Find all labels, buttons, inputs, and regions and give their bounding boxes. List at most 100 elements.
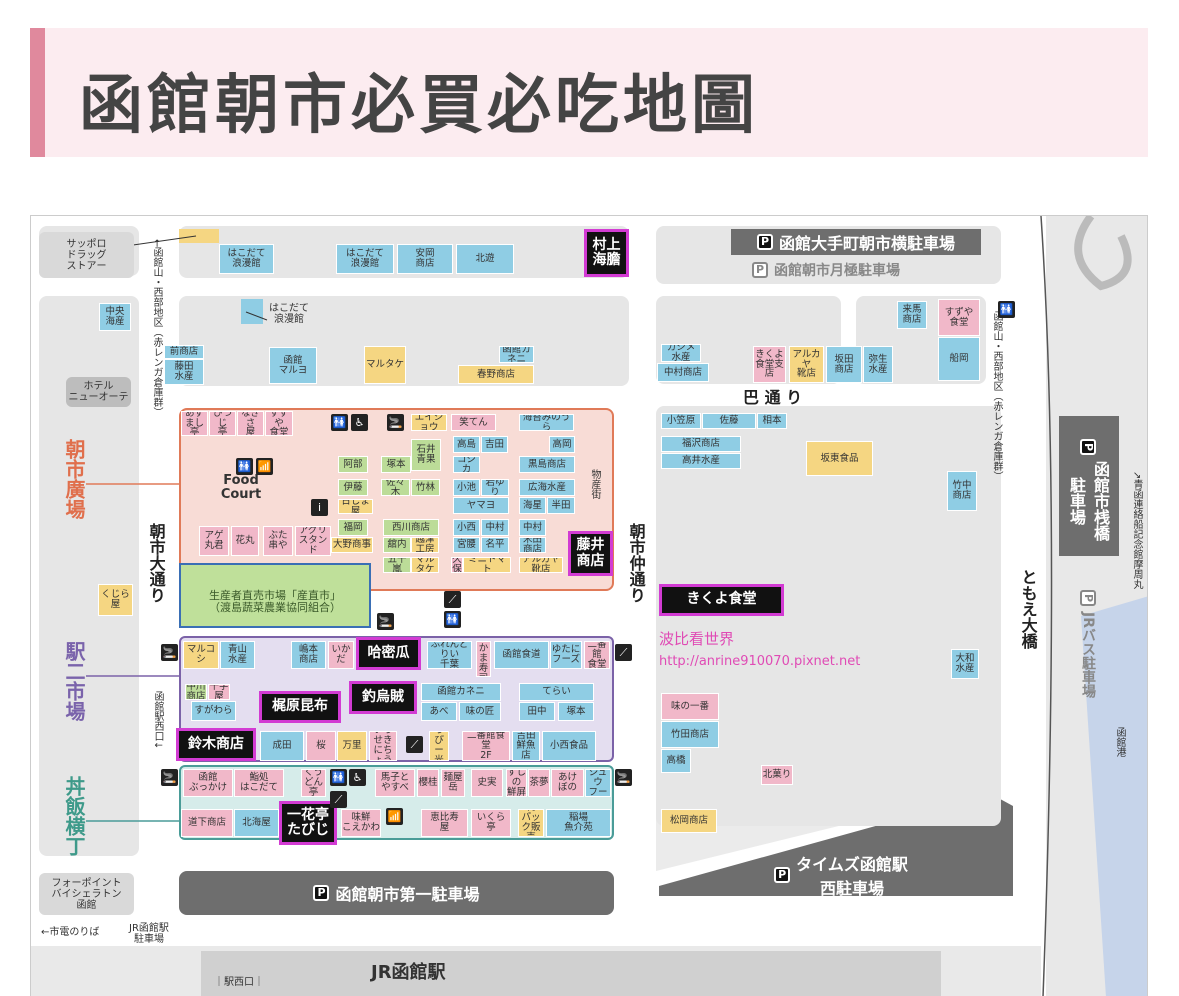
market-map: はこだて 浪漫館はこだて 浪漫館安岡 商店北遊村上 海膽中央 海産前商店藤田 水… <box>30 215 1148 996</box>
wifi-icon: 📶 <box>256 458 273 475</box>
parking-lot-name: JRバス駐車場 <box>1080 612 1096 698</box>
featured-shop: 一花亭 たびじ <box>279 801 337 845</box>
shop: 味鮮 こえかわ <box>341 809 381 837</box>
featured-shop: 釣烏賊 <box>349 681 417 714</box>
shop: なかま寿司 <box>476 641 491 677</box>
shop: 中央 海産 <box>99 303 131 331</box>
parking-lot: P JRバス駐車場 <box>1073 569 1103 719</box>
shop: 味の一番 <box>661 693 719 720</box>
shop: 福岡 <box>338 519 368 536</box>
shop: 笑てん <box>451 414 496 431</box>
shop: 佐藤 <box>702 413 756 429</box>
shop: 弥生 水産 <box>863 346 893 383</box>
sanchokuichi-zone <box>179 563 371 628</box>
map-label: はこだて 浪漫館 <box>269 303 309 325</box>
map-label: 巴 通 り <box>743 388 803 407</box>
shop: 海苔みのうら <box>519 414 574 431</box>
shop: はっぴー 光石 <box>429 731 449 761</box>
map-label: 物産街 <box>589 469 600 499</box>
shop: 宮腰 <box>453 537 480 553</box>
parking-icon: P <box>774 867 791 883</box>
block <box>656 406 1001 826</box>
shop: 函館カネニ <box>421 683 501 701</box>
map-label: ともえ大橋 <box>1018 569 1038 649</box>
stairs-icon: ⟋ <box>615 644 632 661</box>
shop: 塚本 <box>558 702 594 721</box>
shop: すしの 鮮屏 <box>506 769 527 797</box>
map-label: 丼飯横丁 <box>62 776 86 856</box>
shop: アルカヤ 靴店 <box>789 346 824 383</box>
shop: 小西食品 <box>542 731 596 761</box>
shop: 大和 水産 <box>951 649 979 679</box>
parking-icon: P <box>1080 590 1096 606</box>
shop: カシメ 水産 <box>661 344 701 362</box>
featured-shop: 鈴木商店 <box>176 728 256 761</box>
shop: 田中 <box>519 702 555 721</box>
shop: 嶋本 商店 <box>291 641 326 669</box>
info-icon: i <box>311 499 328 516</box>
shop: 中村 <box>519 519 546 536</box>
shop: 前商店 <box>164 345 204 359</box>
shop: 恵比寿 屋 <box>421 809 468 837</box>
shop: ヤマヨ <box>453 497 509 514</box>
shop: 鮨処 はこだて <box>234 769 284 797</box>
shop: 十字屋 <box>208 684 230 700</box>
map-label: 函館港 <box>1114 727 1125 757</box>
shop: 海星 <box>519 497 546 514</box>
shop: アルカヤ靴店 <box>519 557 563 573</box>
shop: 西川商店 <box>383 519 439 536</box>
wifi-icon: 📶 <box>386 808 403 825</box>
map-label: ↗青函連絡船記念館摩周丸 <box>1131 471 1142 590</box>
map-label: JR函館駅 駐車場 <box>129 923 169 945</box>
shop: 中村商店 <box>657 363 709 382</box>
shop: 黒島商店 <box>519 456 575 473</box>
shop: 米田商店 <box>519 537 546 553</box>
shop: 来馬 商店 <box>897 301 927 329</box>
parking-lot-name: 函館朝市月極駐車場 <box>774 263 900 279</box>
title-banner: 函館朝市必買必吃地圖 <box>30 28 1148 157</box>
shop: 中川商店 <box>185 684 207 700</box>
map-label: Food Court <box>220 472 262 502</box>
shop: 麺屋 岳 <box>441 769 465 797</box>
shop: ひつじ 亭 <box>209 411 236 436</box>
shop: 小池 <box>453 479 480 496</box>
shop: くじら 屋 <box>98 584 133 616</box>
shop: 藤田 水産 <box>164 359 204 385</box>
restroom-icon: 🚻 <box>331 414 348 431</box>
shop: 阿部 <box>338 456 368 473</box>
shop: マルジュウ フーズ <box>585 769 611 797</box>
shop: 二番館食堂 2F <box>462 731 510 761</box>
map-label: ←市電のりば <box>41 927 100 938</box>
map-label: 波比看世界 <box>659 630 735 648</box>
shop: 道下商店 <box>181 809 233 837</box>
shop: きくよ 食堂支店 <box>753 346 786 383</box>
shop: 佐々木 <box>381 479 410 496</box>
shop: 味の匠 <box>459 702 501 721</box>
map-label: ｜駅西口｜ <box>214 977 264 988</box>
shop: 広海水産 <box>519 479 575 496</box>
shop: 櫻桂 <box>417 769 439 797</box>
shop: いっせき にちょう <box>369 731 397 761</box>
restroom-icon: 🚻 <box>444 611 461 628</box>
shop: 函館カネニ <box>499 346 534 363</box>
shop: ゆたに フーズ <box>550 641 582 669</box>
shop: 舘内 <box>383 537 411 553</box>
shop: 竹中 商店 <box>947 471 977 511</box>
map-label: 生産者直売市場「産直市」 （渡島蔬菜農業協同組合） <box>209 588 341 614</box>
map-label: 函館山・西部地区（赤レンガ倉庫群） <box>991 311 1002 481</box>
map-label: 函館駅西口↓ <box>152 691 163 750</box>
shop: 成田 <box>260 731 304 761</box>
shop: 北海屋 <box>234 809 279 837</box>
smoking-icon: 🚬 <box>161 769 178 786</box>
shop: 小西 <box>453 519 480 536</box>
shop: 函館 マルヨ <box>269 347 317 384</box>
shop: マルタケ <box>411 557 439 573</box>
featured-shop: 梶原昆布 <box>259 691 341 723</box>
shop: 吉田 鮮魚店 <box>512 731 540 761</box>
stairs-icon: ⟋ <box>444 591 461 608</box>
shop: 花丸 <box>231 526 259 556</box>
